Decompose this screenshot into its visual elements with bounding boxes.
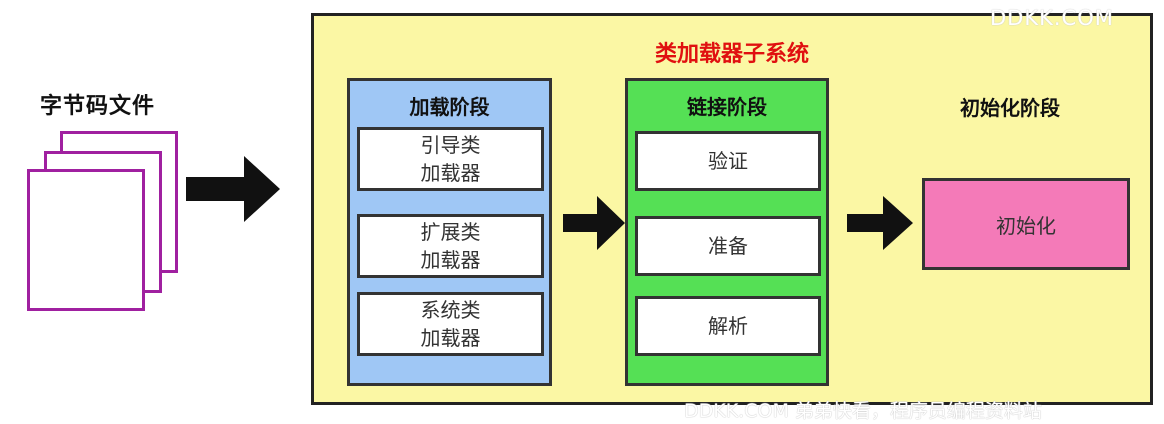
arrow-icon xyxy=(847,196,913,250)
init-phase-title: 初始化阶段 xyxy=(960,96,1060,120)
bytecode-files-label: 字节码文件 xyxy=(40,94,156,119)
watermark-top: DDKK.COM xyxy=(990,6,1114,30)
prepare-step: 准备 xyxy=(635,216,821,276)
watermark-bottom: DDKK.COM 弟弟快看，程序员编程资料站 xyxy=(684,400,1042,422)
subsystem-title: 类加载器子系统 xyxy=(654,42,809,67)
arrow-icon xyxy=(186,156,280,222)
bootstrap-class-loader: 引导类 加载器 xyxy=(357,127,544,191)
file-page-front xyxy=(27,169,145,311)
loading-phase-title: 加载阶段 xyxy=(409,95,490,119)
arrow-icon xyxy=(563,196,625,250)
linking-phase-title: 链接阶段 xyxy=(687,95,767,119)
initialization-step: 初始化 xyxy=(922,178,1130,270)
system-class-loader: 系统类 加载器 xyxy=(357,292,544,356)
extension-class-loader: 扩展类 加载器 xyxy=(357,214,544,278)
resolve-step: 解析 xyxy=(635,296,821,356)
verify-step: 验证 xyxy=(635,131,821,191)
